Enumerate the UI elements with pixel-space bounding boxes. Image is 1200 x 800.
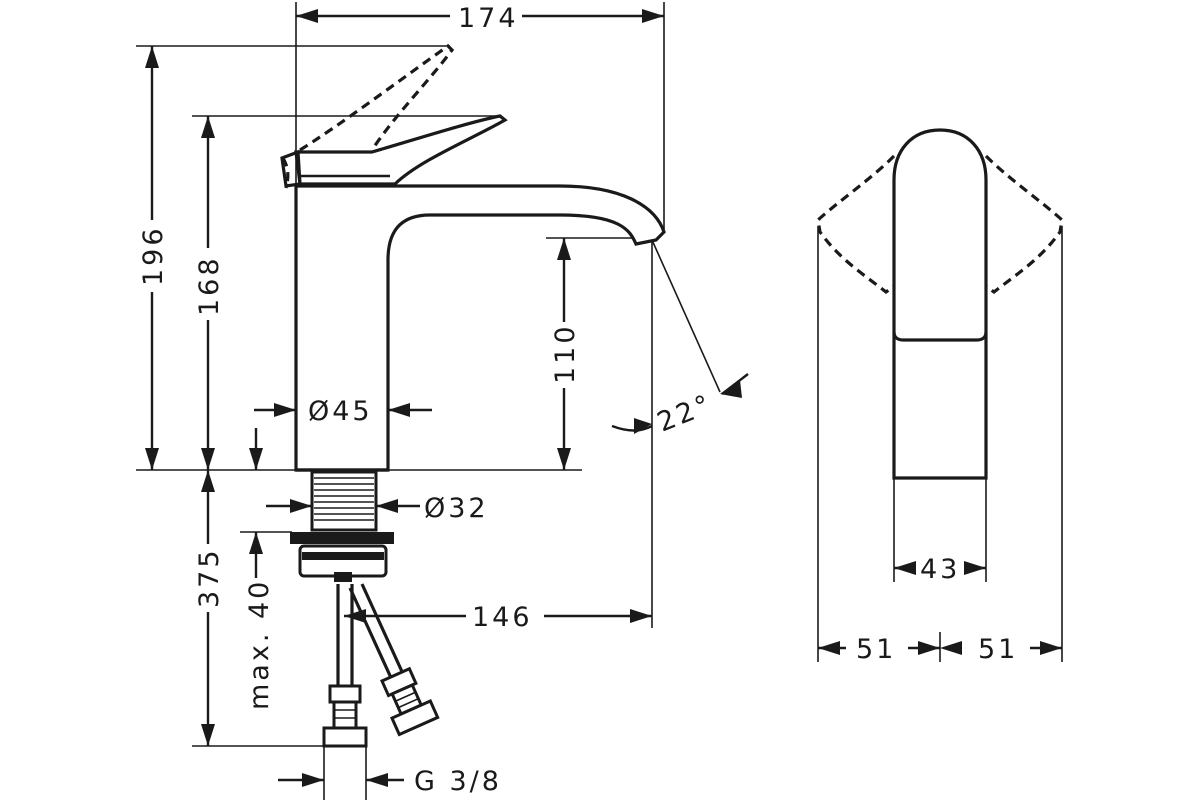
lever-closed xyxy=(294,114,508,186)
shank-threads xyxy=(314,477,374,521)
label-lever-half-right: 51 xyxy=(978,634,1018,665)
side-view xyxy=(816,128,1064,662)
label-lever-half-left: 51 xyxy=(856,634,896,665)
mounting-nut-band xyxy=(302,552,384,560)
label-spout-height: 110 xyxy=(550,323,581,384)
hose-connector-angled xyxy=(380,666,440,737)
supply-hose-straight xyxy=(336,584,354,690)
supply-hose-angled xyxy=(348,583,406,681)
side-lever-right-dashed xyxy=(984,154,1064,295)
label-spout-angle: 22° xyxy=(653,388,717,438)
dimension-labels: 174 196 168 110 Ø45 22° Ø32 375 max. 40 … xyxy=(138,3,1018,797)
label-shank-diameter: Ø32 xyxy=(424,493,489,524)
label-width-overall: 174 xyxy=(458,3,519,34)
label-side-width: 43 xyxy=(920,554,960,585)
label-shank-length: 375 xyxy=(194,547,225,608)
label-thread: G 3/8 xyxy=(414,766,502,797)
label-body-diameter: Ø45 xyxy=(308,396,373,427)
side-lever-left-dashed xyxy=(816,154,896,295)
nut-bottom xyxy=(334,572,352,582)
lever-open-dashed-2 xyxy=(281,157,290,189)
hose-connector-straight xyxy=(322,684,368,748)
side-lever-division xyxy=(892,331,988,342)
label-height-overall: 196 xyxy=(138,225,169,286)
shank xyxy=(310,470,378,532)
label-max-mount: max. 40 xyxy=(244,579,275,710)
mounting-nut xyxy=(298,544,388,578)
mounting-washer xyxy=(290,532,394,544)
label-spout-reach: 146 xyxy=(472,602,533,633)
side-lever-outline xyxy=(892,128,988,480)
label-height-lever: 168 xyxy=(194,255,225,316)
faucet-body-outline xyxy=(294,184,666,472)
dimension-lines xyxy=(136,2,749,800)
lever-cap xyxy=(280,149,302,188)
